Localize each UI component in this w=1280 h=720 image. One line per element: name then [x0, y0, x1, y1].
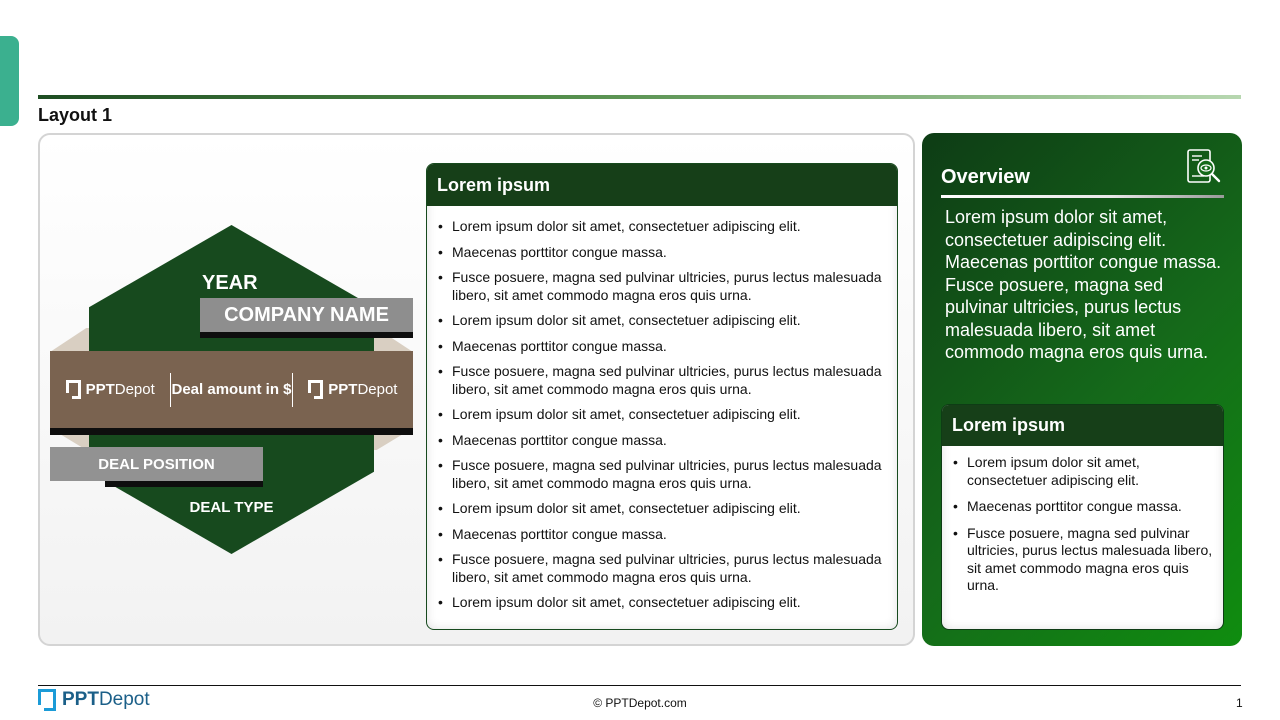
bullet-item: Maecenas porttitor congue massa. — [437, 526, 887, 544]
logo-bold-text: PPT — [328, 381, 358, 398]
bullet-item: Fusce posuere, magna sed pulvinar ultric… — [437, 457, 887, 492]
center-card-title: Lorem ipsum — [427, 164, 897, 206]
bullet-item: Lorem ipsum dolor sit amet, consectetuer… — [437, 406, 887, 424]
deal-type-label: DEAL TYPE — [189, 499, 274, 516]
footer-divider — [38, 685, 1241, 686]
pptdepot-logo-icon — [65, 380, 81, 399]
bullet-item: Lorem ipsum dolor sit amet, consectetuer… — [952, 454, 1213, 489]
accent-side-tab — [0, 36, 19, 126]
right-card-title: Lorem ipsum — [942, 405, 1223, 446]
bullet-item: Lorem ipsum dolor sit amet, consectetuer… — [437, 312, 887, 330]
overview-divider — [941, 195, 1224, 198]
year-label: YEAR — [202, 272, 258, 294]
footer-logo-bold: PPT — [62, 689, 99, 710]
logo-regular-text: Depot — [357, 381, 398, 398]
footer-logo[interactable]: PPTDepot — [38, 689, 150, 711]
page-number: 1 — [1236, 696, 1243, 710]
company-name-label: COMPANY NAME — [200, 298, 413, 332]
pptdepot-logo-icon — [38, 689, 56, 711]
bullet-item: Maecenas porttitor congue massa. — [952, 498, 1213, 516]
logo-regular-text: Depot — [114, 381, 155, 398]
band-separator-right — [291, 372, 293, 407]
center-lorem-card: Lorem ipsum Lorem ipsum dolor sit amet, … — [426, 163, 898, 630]
right-lorem-card: Lorem ipsum Lorem ipsum dolor sit amet, … — [941, 404, 1224, 630]
pptdepot-logo-icon — [308, 380, 324, 399]
document-search-icon — [1187, 149, 1221, 183]
bullet-item: Maecenas porttitor congue massa. — [437, 432, 887, 450]
bullet-item: Maecenas porttitor congue massa. — [437, 244, 887, 262]
copyright-text: © PPTDepot.com — [593, 696, 687, 710]
bullet-item: Fusce posuere, magna sed pulvinar ultric… — [437, 363, 887, 398]
band-logo-right: PPTDepot — [293, 380, 413, 399]
slide-title: Layout 1 — [38, 105, 113, 125]
deal-position-label: DEAL POSITION — [50, 447, 263, 481]
deal-band: PPTDepot Deal amount in $ PPTDepot — [50, 351, 413, 428]
right-bullet-list: Lorem ipsum dolor sit amet, consectetuer… — [942, 446, 1223, 595]
bullet-item: Lorem ipsum dolor sit amet, consectetuer… — [437, 218, 887, 236]
bullet-item: Fusce posuere, magna sed pulvinar ultric… — [437, 269, 887, 304]
bullet-item: Fusce posuere, magna sed pulvinar ultric… — [437, 551, 887, 586]
center-bullet-list: Lorem ipsum dolor sit amet, consectetuer… — [427, 206, 897, 612]
title-divider — [38, 95, 1241, 99]
bullet-item: Maecenas porttitor congue massa. — [437, 338, 887, 356]
overview-text: Lorem ipsum dolor sit amet, consectetuer… — [945, 207, 1222, 362]
bullet-item: Fusce posuere, magna sed pulvinar ultric… — [952, 525, 1213, 595]
band-separator-left — [170, 372, 172, 407]
deal-amount-label: Deal amount in $ — [171, 381, 292, 398]
footer-logo-regular: Depot — [98, 689, 150, 710]
overview-title: Overview — [941, 166, 1030, 188]
bullet-item: Lorem ipsum dolor sit amet, consectetuer… — [437, 594, 887, 612]
band-logo-left: PPTDepot — [50, 380, 170, 399]
bullet-item: Lorem ipsum dolor sit amet, consectetuer… — [437, 500, 887, 518]
logo-bold-text: PPT — [85, 381, 115, 398]
